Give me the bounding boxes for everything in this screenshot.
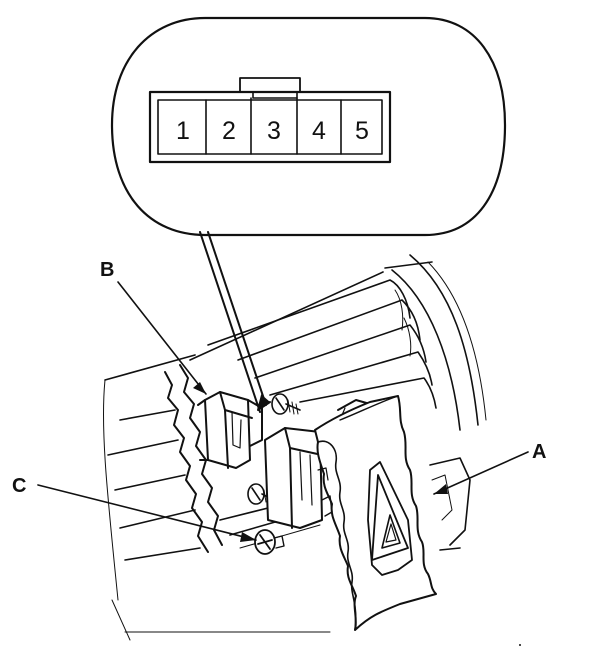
pin-label-3: 3 <box>267 117 281 145</box>
screw-c <box>254 529 285 555</box>
pin-label-4: 4 <box>312 117 326 145</box>
callout-label-c: C <box>12 475 26 497</box>
callout-label-a: A <box>532 441 546 463</box>
leader-line-a <box>433 451 529 495</box>
connector-pin-labels: 1 2 3 4 5 <box>176 117 369 145</box>
leader-line-c <box>37 484 257 542</box>
callout-label-b: B <box>100 259 114 281</box>
switch-housing <box>264 399 371 529</box>
connector-b <box>197 391 263 469</box>
pin-label-1: 1 <box>176 117 190 145</box>
pin-label-2: 2 <box>222 117 236 145</box>
connector-pointer-line <box>199 231 271 413</box>
screw-upper <box>271 393 301 415</box>
connector-detail-bubble: 1 2 3 4 5 <box>110 16 507 237</box>
stray-mark <box>519 644 521 646</box>
connector-face <box>148 77 392 164</box>
leader-line-b <box>117 281 207 395</box>
hazard-switch-a <box>314 395 437 631</box>
pin-label-5: 5 <box>355 117 369 145</box>
dashboard-panel <box>102 254 487 641</box>
